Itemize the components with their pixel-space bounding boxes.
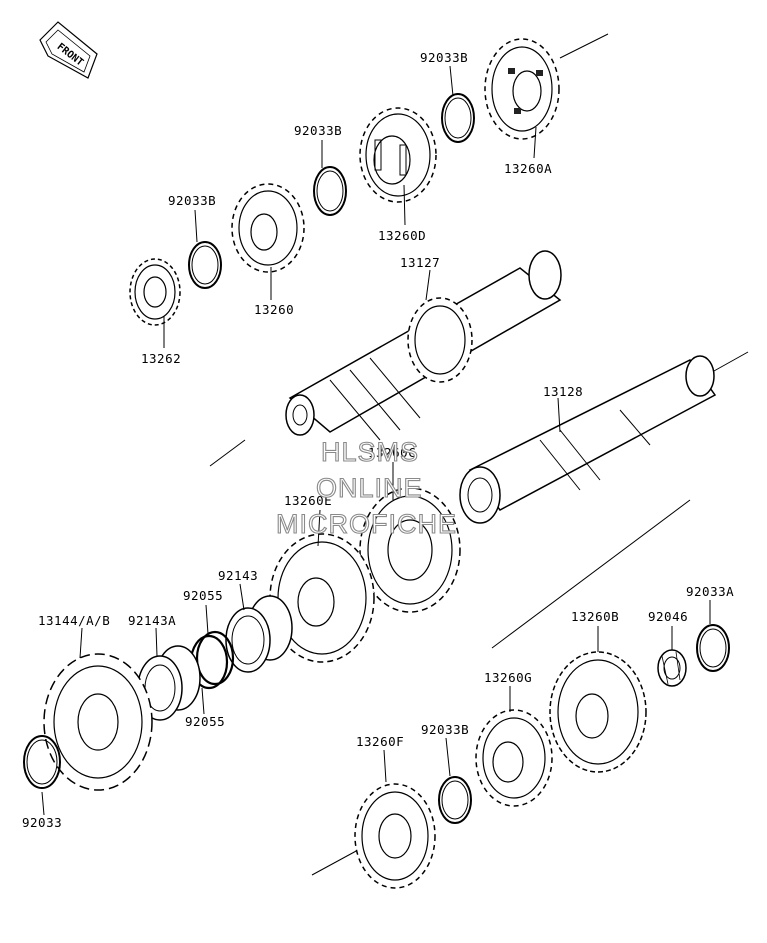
front-direction-badge: FRONT: [39, 21, 98, 79]
watermark: HLSMS ONLINE MICROFICHE: [275, 436, 457, 539]
input-shaft-13127: [285, 250, 562, 441]
output-shaft-13128: [459, 355, 717, 524]
label-92046: 92046: [648, 609, 688, 624]
circlip-92033B-low: [438, 776, 472, 824]
gear-13262: [129, 258, 181, 326]
leader-lines: [41, 65, 711, 816]
label-13260C: 13260C: [368, 445, 416, 460]
collar-92143: [225, 595, 293, 673]
circlip-92033: [23, 735, 61, 789]
label-13260F: 13260F: [356, 734, 404, 749]
label-13260B: 13260B: [571, 609, 619, 624]
watermark-line3: MICROFICHE: [276, 509, 457, 539]
circlip-92033B-mid: [313, 166, 347, 216]
watermark-line2: ONLINE: [316, 473, 423, 503]
gear-13260B: [549, 651, 647, 773]
label-92143A: 92143A: [128, 613, 176, 628]
label-92055-bottom: 92055: [185, 714, 225, 729]
circlip-92033A: [696, 624, 730, 672]
label-13262: 13262: [141, 351, 181, 366]
label-92143: 92143: [218, 568, 258, 583]
label-92033: 92033: [22, 815, 62, 830]
gear-13260E: [269, 533, 375, 663]
label-13127: 13127: [400, 255, 440, 270]
label-13260E: 13260E: [284, 493, 332, 508]
label-92033B-top: 92033B: [420, 50, 468, 65]
label-92033B-left: 92033B: [168, 193, 216, 208]
gear-13260A: [484, 38, 560, 140]
needle-bearing-92046: [657, 649, 687, 687]
label-92033B-low: 92033B: [421, 722, 469, 737]
circlip-92033B-top: [441, 93, 475, 143]
label-13144: 13144/A/B: [38, 613, 110, 628]
label-92033A: 92033A: [686, 584, 734, 599]
gear-13260G: [475, 709, 553, 807]
gear-13260D: [359, 107, 437, 203]
label-13260A: 13260A: [504, 161, 552, 176]
gear-13260C: [359, 487, 461, 613]
gear-13260F: [354, 783, 436, 889]
circlip-92033B-left: [188, 241, 222, 289]
label-13260D: 13260D: [378, 228, 426, 243]
sprocket-13144: [43, 653, 153, 791]
gear-13260: [231, 183, 305, 273]
label-92033B-mid: 92033B: [294, 123, 342, 138]
label-92055-top: 92055: [183, 588, 223, 603]
label-13260G: 13260G: [484, 670, 532, 685]
label-13128: 13128: [543, 384, 583, 399]
watermark-line1: HLSMS: [321, 437, 419, 467]
label-13260: 13260: [254, 302, 294, 317]
part-labels: 92033B 13260A 92033B 13260D 92033B 13260…: [22, 50, 734, 830]
